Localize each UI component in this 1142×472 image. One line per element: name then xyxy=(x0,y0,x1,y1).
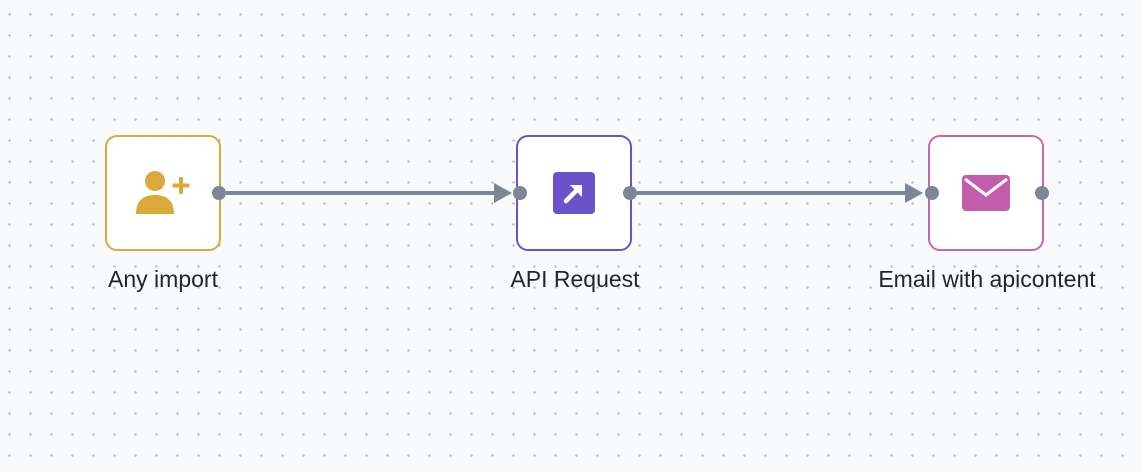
node-label-api-request: API Request xyxy=(510,266,640,292)
output-port[interactable] xyxy=(1035,186,1049,200)
arrow-head-icon xyxy=(494,183,512,203)
node-any-import[interactable] xyxy=(105,135,221,251)
external-link-icon xyxy=(553,172,595,214)
envelope-icon xyxy=(962,175,1010,211)
input-port[interactable] xyxy=(925,186,939,200)
node-email-with-apicontent[interactable] xyxy=(928,135,1044,251)
output-port[interactable] xyxy=(623,186,637,200)
edge-api-to-email[interactable] xyxy=(637,183,923,203)
arrow-head-icon xyxy=(905,183,923,203)
node-label-any-import: Any import xyxy=(108,266,218,292)
edge-trigger-to-api[interactable] xyxy=(226,183,512,203)
node-label-email-with-apicontent: Email with apicontent xyxy=(878,266,1096,292)
output-port[interactable] xyxy=(212,186,226,200)
input-port[interactable] xyxy=(513,186,527,200)
node-api-request[interactable] xyxy=(516,135,632,251)
user-plus-icon xyxy=(133,168,193,218)
